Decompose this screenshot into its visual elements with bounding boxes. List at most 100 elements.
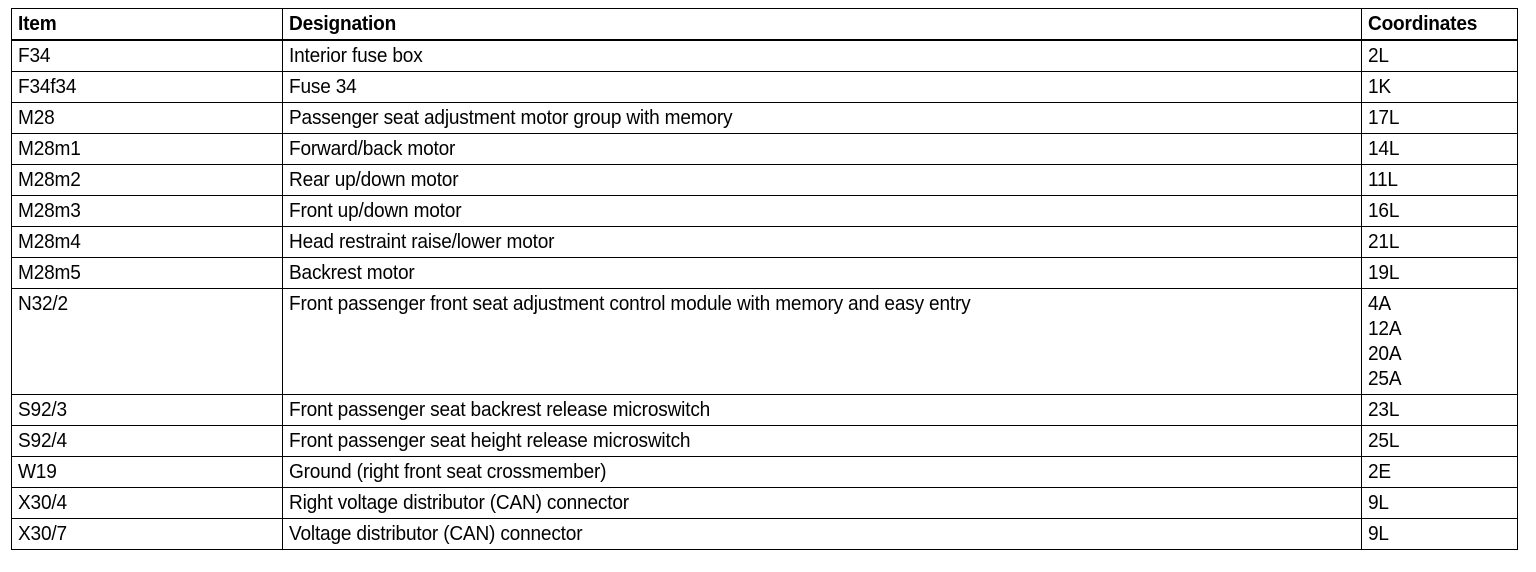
cell-coordinates: 9L	[1361, 487, 1518, 519]
coordinate-value: 16L	[1368, 199, 1400, 222]
table-row: S92/4 Front passenger seat height release…	[11, 425, 1518, 457]
table-row: F34f34 Fuse 34 1K	[11, 71, 1518, 103]
cell-designation: Backrest motor	[282, 257, 1362, 289]
cell-item-text: M28m4	[18, 230, 81, 253]
cell-designation-text: Voltage distributor (CAN) connector	[289, 522, 583, 545]
cell-coordinates: 9L	[1361, 518, 1518, 550]
cell-item: F34	[11, 39, 283, 72]
coordinate-value: 17L	[1368, 106, 1400, 129]
table-row: M28 Passenger seat adjustment motor group…	[11, 102, 1518, 134]
cell-designation: Fuse 34	[282, 71, 1362, 103]
coordinate-value: 23L	[1368, 398, 1400, 421]
cell-item-text: W19	[18, 460, 57, 483]
cell-designation: Interior fuse box	[282, 39, 1362, 72]
cell-item-text: X30/7	[18, 522, 67, 545]
cell-item: M28m3	[11, 195, 283, 227]
cell-item-text: F34f34	[18, 75, 77, 98]
cell-designation: Front passenger seat height release micr…	[282, 425, 1362, 457]
component-legend-table: Item Designation Coordinates F34 Interior…	[11, 8, 1518, 550]
cell-item-text: M28m5	[18, 261, 81, 284]
cell-item-text: S92/3	[18, 398, 67, 421]
cell-item: W19	[11, 456, 283, 488]
column-header-coordinates-label: Coordinates	[1368, 12, 1478, 35]
cell-designation-text: Backrest motor	[289, 261, 415, 284]
cell-designation-text: Front passenger seat backrest release mi…	[289, 398, 711, 421]
cell-designation: Front passenger front seat adjustment co…	[282, 288, 1362, 395]
cell-designation-text: Fuse 34	[289, 75, 357, 98]
cell-designation-text: Front passenger seat height release micr…	[289, 429, 691, 452]
coordinate-value: 4A	[1368, 292, 1391, 315]
coordinate-value: 9L	[1368, 491, 1389, 514]
cell-coordinates: 11L	[1361, 164, 1518, 196]
table-body: F34 Interior fuse box 2L F34f34 Fuse 34 1K M28…	[11, 39, 1518, 550]
cell-coordinates: 14L	[1361, 133, 1518, 165]
cell-item: F34f34	[11, 71, 283, 103]
cell-designation-text: Interior fuse box	[289, 44, 423, 67]
coordinate-value: 2L	[1368, 44, 1389, 67]
table-row: M28m5 Backrest motor 19L	[11, 257, 1518, 289]
column-header-item: Item	[11, 8, 283, 41]
cell-designation: Front passenger seat backrest release mi…	[282, 394, 1362, 426]
coordinate-value: 2E	[1368, 460, 1391, 483]
cell-designation: Ground (right front seat crossmember)	[282, 456, 1362, 488]
cell-coordinates: 21L	[1361, 226, 1518, 258]
cell-coordinates: 19L	[1361, 257, 1518, 289]
column-header-designation: Designation	[282, 8, 1362, 41]
cell-designation-text: Ground (right front seat crossmember)	[289, 460, 607, 483]
cell-designation-text: Front up/down motor	[289, 199, 462, 222]
cell-designation: Voltage distributor (CAN) connector	[282, 518, 1362, 550]
coordinate-value: 19L	[1368, 261, 1400, 284]
coordinate-value: 9L	[1368, 522, 1389, 545]
cell-item: N32/2	[11, 288, 283, 395]
table-row: S92/3 Front passenger seat backrest relea…	[11, 394, 1518, 426]
cell-coordinates: 25L	[1361, 425, 1518, 457]
table-header-row: Item Designation Coordinates	[11, 8, 1518, 41]
cell-designation: Head restraint raise/lower motor	[282, 226, 1362, 258]
cell-designation-text: Right voltage distributor (CAN) connecto…	[289, 491, 629, 514]
cell-coordinates: 2E	[1361, 456, 1518, 488]
cell-item: M28	[11, 102, 283, 134]
cell-designation: Front up/down motor	[282, 195, 1362, 227]
table-row: N32/2 Front passenger front seat adjustme…	[11, 288, 1518, 395]
cell-item-text: X30/4	[18, 491, 67, 514]
cell-item-text: F34	[18, 44, 51, 67]
cell-coordinates: 23L	[1361, 394, 1518, 426]
table-row: M28m2 Rear up/down motor 11L	[11, 164, 1518, 196]
cell-designation: Passenger seat adjustment motor group wi…	[282, 102, 1362, 134]
cell-item: X30/4	[11, 487, 283, 519]
cell-coordinates: 1K	[1361, 71, 1518, 103]
cell-item-text: S92/4	[18, 429, 67, 452]
coordinate-value: 14L	[1368, 137, 1400, 160]
cell-designation-text: Head restraint raise/lower motor	[289, 230, 555, 253]
cell-designation-text: Passenger seat adjustment motor group wi…	[289, 106, 733, 129]
cell-item: X30/7	[11, 518, 283, 550]
coordinate-value: 25L	[1368, 429, 1400, 452]
coordinate-value: 25A	[1368, 367, 1402, 390]
cell-coordinates: 17L	[1361, 102, 1518, 134]
cell-designation: Rear up/down motor	[282, 164, 1362, 196]
column-header-coordinates: Coordinates	[1361, 8, 1518, 41]
table-row: F34 Interior fuse box 2L	[11, 39, 1518, 72]
cell-designation-text: Forward/back motor	[289, 137, 456, 160]
coordinate-value: 1K	[1368, 75, 1391, 98]
cell-designation-text: Front passenger front seat adjustment co…	[289, 292, 971, 315]
cell-item-text: M28m3	[18, 199, 81, 222]
cell-item-text: M28	[18, 106, 55, 129]
cell-item: S92/4	[11, 425, 283, 457]
table-row: X30/4 Right voltage distributor (CAN) con…	[11, 487, 1518, 519]
table-row: X30/7 Voltage distributor (CAN) connector…	[11, 518, 1518, 550]
column-header-item-label: Item	[18, 12, 57, 35]
cell-item: M28m5	[11, 257, 283, 289]
coordinate-value: 11L	[1368, 168, 1398, 191]
cell-item-text: N32/2	[18, 292, 68, 315]
cell-designation: Forward/back motor	[282, 133, 1362, 165]
table-row: W19 Ground (right front seat crossmember)…	[11, 456, 1518, 488]
table-row: M28m4 Head restraint raise/lower motor 21L	[11, 226, 1518, 258]
cell-item-text: M28m2	[18, 168, 81, 191]
table-header: Item Designation Coordinates	[11, 8, 1518, 41]
cell-item: M28m2	[11, 164, 283, 196]
column-header-designation-label: Designation	[289, 12, 397, 35]
